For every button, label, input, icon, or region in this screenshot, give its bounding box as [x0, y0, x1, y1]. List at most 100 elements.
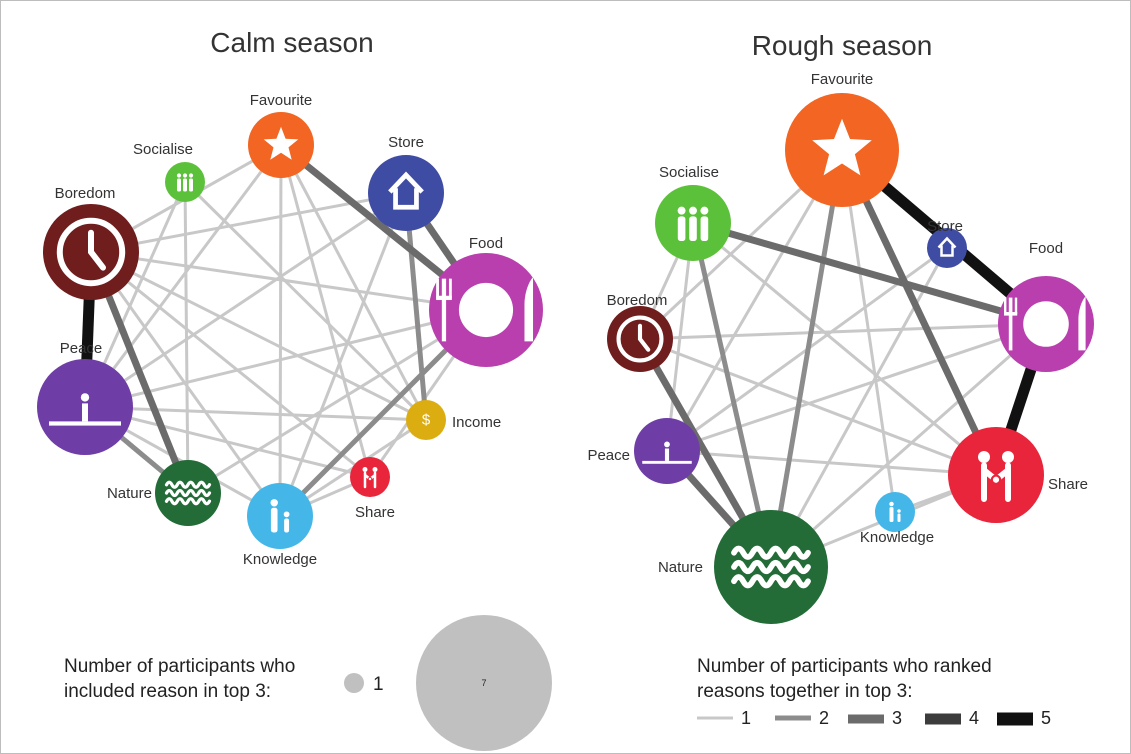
node-store: Store [927, 218, 967, 268]
node-label-boredom: Boredom [607, 292, 668, 309]
link-socialise-share [692, 221, 997, 477]
node-boredom: Boredom [607, 292, 673, 372]
weight-legend-label: 2 [819, 708, 829, 728]
link-food-boredom [639, 322, 1047, 341]
size-legend-small-circle [344, 673, 364, 693]
node-nature: Nature [107, 460, 221, 526]
waves-icon [731, 545, 811, 589]
node-label-socialise: Socialise [659, 164, 719, 181]
clock-icon [616, 315, 664, 363]
link-boredom-share [639, 337, 997, 477]
group-icon [677, 206, 709, 242]
node-socialise: Socialise [133, 141, 205, 202]
link-favourite-income [279, 144, 428, 421]
size-legend-large-circle [416, 615, 552, 751]
node-label-nature: Nature [107, 485, 152, 502]
svg-text:$: $ [422, 412, 431, 429]
weight-legend-item-2: 2 [775, 708, 829, 728]
node-label-share: Share [1048, 476, 1088, 493]
link-favourite-nature [768, 149, 845, 568]
link-favourite-share [838, 148, 1000, 477]
node-label-favourite: Favourite [250, 92, 313, 109]
waves-icon [164, 480, 212, 506]
weight-legend-item-3: 3 [848, 708, 902, 728]
weight-legend-label: 1 [741, 708, 751, 728]
star-icon [812, 118, 872, 176]
link-favourite-share [279, 144, 372, 478]
link-income-peace [84, 405, 427, 422]
weight-legend-label: 5 [1041, 708, 1051, 728]
link-peace-share [666, 449, 997, 477]
node-label-food: Food [1029, 240, 1063, 257]
link-socialise-nature [690, 222, 774, 568]
node-circle [927, 228, 967, 268]
weight-legend-item-4: 4 [925, 708, 979, 728]
node-label-store: Store [388, 134, 424, 151]
clock-icon [56, 217, 126, 287]
node-food: Food [998, 240, 1094, 372]
plate-icon [436, 277, 534, 342]
calm-season-panel: Calm season FavouriteStoreFood$IncomeSha… [37, 27, 543, 568]
node-label-boredom: Boredom [55, 185, 116, 202]
node-label-nature: Nature [658, 559, 703, 576]
weight-legend-item-5: 5 [997, 708, 1051, 728]
link-food-nature [187, 308, 487, 495]
weight-swatch [848, 714, 884, 724]
panel-title: Rough season [752, 30, 933, 61]
node-peace: Peace [37, 340, 133, 455]
node-share: Share [350, 457, 395, 521]
node-label-food: Food [469, 235, 503, 252]
node-circle [368, 155, 444, 231]
node-label-store: Store [927, 218, 963, 235]
link-socialise-income [183, 180, 428, 422]
node-food: Food [429, 235, 543, 367]
node-boredom: Boredom [43, 185, 139, 300]
people-icon [270, 499, 290, 533]
node-circle [875, 492, 915, 532]
weight-legend-text-line1: Number of participants who ranked [697, 656, 992, 677]
size-legend-large-label: 7 [481, 678, 486, 688]
house-icon [937, 236, 957, 257]
house-icon [388, 171, 424, 210]
dollar-icon: $ [422, 412, 431, 429]
group-icon [176, 173, 194, 192]
node-share: Share [948, 427, 1088, 523]
weight-swatch [997, 712, 1033, 726]
size-legend-small-label: 1 [373, 674, 384, 695]
size-legend-text-line1: Number of participants who [64, 656, 295, 677]
weight-legend-label: 4 [969, 708, 979, 728]
node-store: Store [368, 134, 444, 231]
link-store-nature [769, 247, 949, 568]
node-label-favourite: Favourite [811, 71, 874, 88]
link-peace-socialise [665, 222, 695, 452]
link-favourite-peace [83, 144, 283, 408]
link-store-knowledge [278, 192, 408, 517]
node-knowledge: Knowledge [243, 483, 317, 568]
handshake-icon [978, 451, 1014, 502]
person-icon [49, 393, 121, 426]
node-label-income: Income [452, 414, 501, 431]
weight-legend-item-1: 1 [697, 708, 751, 728]
weight-legend-text-line2: reasons together in top 3: [697, 681, 912, 702]
node-label-share: Share [355, 504, 395, 521]
size-legend-text-line2: included reason in top 3: [64, 681, 271, 702]
link-food-boredom [90, 250, 487, 312]
people-icon [889, 501, 901, 522]
weight-legend-label: 3 [892, 708, 902, 728]
node-label-peace: Peace [60, 340, 103, 357]
handshake-icon [362, 467, 378, 489]
node-favourite: Favourite [785, 71, 899, 207]
link-favourite-knowledge [278, 144, 283, 517]
link-favourite-peace [665, 149, 844, 452]
weight-swatch [775, 715, 811, 721]
node-circle [247, 483, 313, 549]
node-circle [406, 400, 446, 440]
link-boredom-share [90, 250, 371, 479]
node-knowledge: Knowledge [860, 492, 934, 546]
weight-legend-items: 1 2 3 4 5 [697, 708, 1051, 728]
link-income-boredom [90, 250, 427, 422]
node-label-peace: Peace [587, 447, 630, 464]
